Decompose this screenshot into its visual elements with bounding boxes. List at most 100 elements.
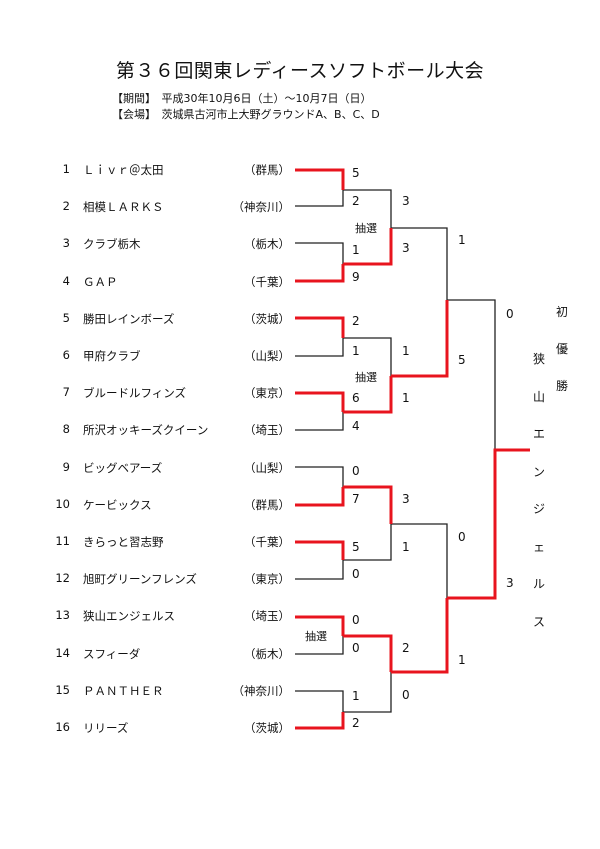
round2-score: 1: [402, 391, 410, 405]
r3-line-loser: [391, 523, 448, 598]
round3-score: 0: [458, 530, 466, 544]
period-text: 【期間】 平成30年10月6日（土）～10月7日（日）: [112, 92, 372, 105]
team-name: スフィーダ: [83, 646, 141, 661]
r2-line-loser: [343, 524, 392, 561]
r1-line-winner: [295, 540, 345, 560]
team-seed-number: 4: [62, 273, 70, 288]
team-prefecture: （栃木）: [244, 646, 290, 661]
round1-score: 0: [352, 613, 360, 627]
round1-score: 1: [352, 344, 360, 358]
champion-label-char: 勝: [555, 379, 568, 393]
r1-line-loser: [295, 560, 344, 580]
team-seed-number: 1: [62, 162, 70, 176]
r1-line-loser: [295, 690, 344, 712]
champion-name-char: エ: [532, 427, 545, 441]
team-prefecture: （千葉）: [244, 274, 290, 289]
champion-name-char: ェ: [532, 539, 545, 554]
r1-line-loser: [295, 190, 344, 207]
champion-name-char: 狭: [532, 352, 545, 366]
round1-score: 0: [352, 641, 360, 655]
round1-score: 1: [352, 689, 360, 703]
round1-score: 2: [352, 194, 360, 208]
round1-score: 9: [352, 270, 360, 284]
team-name: きらっと習志野: [83, 535, 164, 549]
round1-score: 5: [352, 540, 360, 554]
round1-score: 2: [352, 314, 360, 328]
team-seed-number: 8: [62, 422, 70, 437]
venue-text: 【会場】 茨城県古河市上大野グラウンドA、B、C、D: [112, 108, 380, 121]
team-name: ＧＡＰ: [83, 274, 118, 289]
r3-line-winner: [391, 300, 449, 378]
round1-score: 0: [352, 464, 360, 478]
r2-line-winner: [343, 228, 393, 266]
team-prefecture: （東京）: [244, 572, 290, 587]
team-seed-number: 11: [55, 534, 70, 548]
champion-name-char: 山: [532, 389, 545, 404]
team-name: ビッグベアーズ: [83, 460, 163, 475]
team-seed-number: 2: [62, 199, 70, 214]
r1-line-loser: [295, 636, 344, 655]
round1-score: 7: [352, 492, 360, 506]
team-name: ケービックス: [83, 497, 152, 512]
round2-score: 3: [402, 492, 410, 506]
r1-line-winner: [295, 316, 345, 338]
r2-line-winner: [343, 485, 393, 524]
r1-line-loser: [295, 466, 344, 487]
team-seed-number: 10: [55, 496, 70, 511]
round1-score: 0: [352, 567, 360, 581]
r1-line-winner: [295, 168, 345, 190]
r2-line-winner: [343, 634, 393, 672]
r2-line-winner: [343, 376, 393, 414]
r3-line-loser: [391, 227, 448, 300]
champion-name-char: ス: [532, 614, 545, 629]
final-score: 0: [506, 307, 514, 321]
champion-name-char: ン: [532, 464, 545, 479]
lottery-note: 抽選: [355, 222, 377, 235]
r1-line-winner: [295, 264, 345, 283]
lottery-note: 抽選: [355, 371, 377, 384]
team-prefecture: （神奈川）: [232, 200, 291, 215]
champion-label-char: 初: [555, 305, 568, 319]
r1-line-winner: [295, 615, 345, 636]
r1-line-loser: [295, 338, 344, 357]
team-prefecture: （群馬）: [244, 163, 290, 177]
team-name: Ｌｉｖｒ＠太田: [83, 163, 164, 177]
team-name: 旭町グリーンフレンズ: [83, 572, 197, 587]
team-seed-number: 12: [55, 571, 70, 586]
team-name: 相模ＬＡＲＫＳ: [83, 200, 164, 215]
final-line-winner: [447, 448, 530, 600]
round3-score: 1: [458, 653, 466, 667]
team-prefecture: （栃木）: [244, 237, 290, 252]
round1-score: 2: [352, 716, 360, 730]
round1-score: 4: [352, 419, 360, 433]
team-seed-number: 6: [62, 348, 70, 362]
champion-label-char: 優: [555, 342, 568, 356]
team-prefecture: （茨城）: [244, 311, 290, 326]
r1-line-winner: [295, 391, 345, 412]
team-prefecture: （神奈川）: [232, 683, 291, 698]
team-prefecture: （茨城）: [244, 721, 290, 735]
round2-score: 1: [402, 540, 410, 554]
round2-score: 3: [402, 241, 410, 255]
team-name: クラブ栃木: [83, 237, 141, 252]
round3-score: 1: [458, 233, 466, 247]
round2-score: 0: [402, 688, 410, 702]
r3-line-winner: [391, 598, 449, 674]
round1-score: 1: [352, 243, 360, 257]
champion-name-char: ジ: [532, 502, 545, 516]
r2-line-loser: [343, 189, 392, 228]
r1-line-loser: [295, 412, 344, 431]
r2-line-loser: [343, 337, 392, 376]
team-name: 所沢オッキーズクイーン: [83, 423, 209, 438]
team-seed-number: 15: [55, 682, 70, 697]
final-line-loser: [447, 299, 496, 450]
round1-score: 6: [352, 391, 360, 405]
r2-line-loser: [343, 672, 392, 713]
team-prefecture: （千葉）: [244, 535, 290, 549]
team-name: ＰＡＮＴＨＥＲ: [83, 683, 164, 698]
team-prefecture: （埼玉）: [244, 423, 290, 438]
champion-name-char: ル: [532, 577, 545, 591]
team-name: 甲府クラブ: [83, 349, 141, 363]
round1-score: 5: [352, 166, 360, 180]
